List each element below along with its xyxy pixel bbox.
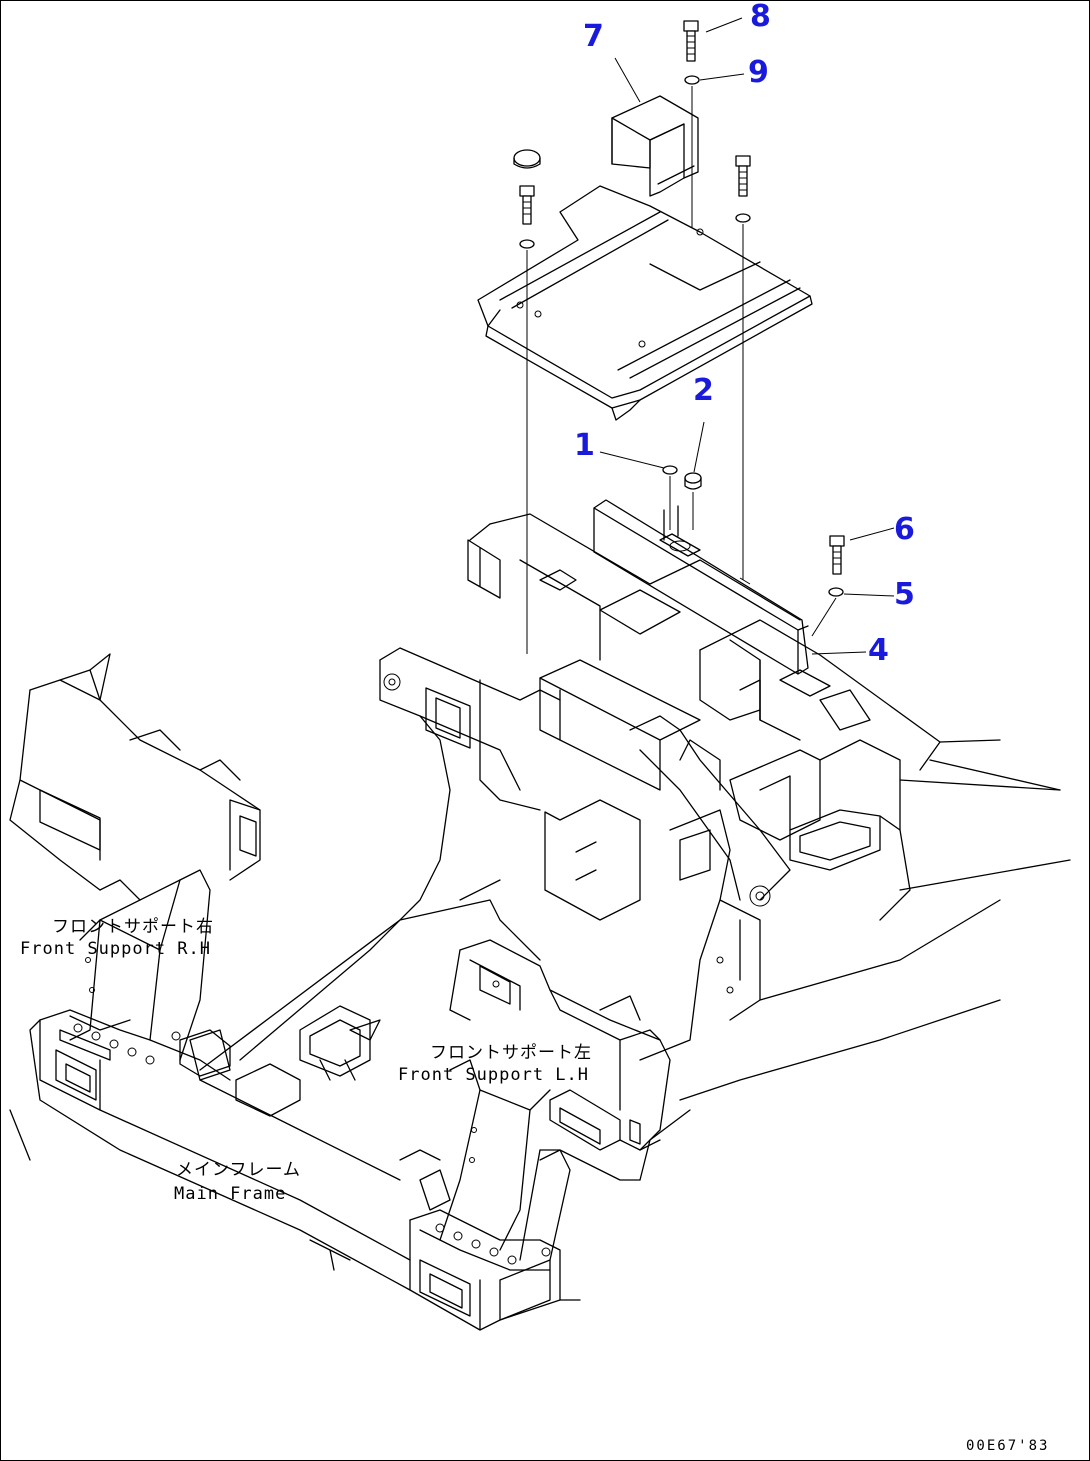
callout-7: 7: [583, 19, 604, 54]
label-front-support-rh-en: Front Support R.H: [20, 939, 211, 959]
label-front-support-lh-jp: フロントサポート左: [430, 1043, 592, 1063]
bolt-right-top: [735, 155, 751, 223]
callout-8: 8: [750, 0, 771, 34]
callout-1: 1: [574, 428, 595, 463]
callout-5: 6: [894, 512, 915, 547]
main-frame-structure: [189, 513, 1071, 1181]
main-frame-rail: [9, 1019, 641, 1301]
drawing-code: 00E67'83: [966, 1438, 1050, 1454]
cap-bolt-left: [513, 149, 541, 249]
callout-9: 9: [748, 55, 769, 90]
part-8-bolt: [683, 20, 699, 62]
label-main-frame-jp: メインフレーム: [176, 1160, 301, 1180]
callout-2: 2: [693, 373, 714, 408]
front-support-lh: [409, 939, 671, 1331]
part-4-bracket: [593, 499, 809, 675]
callout-6: 5: [894, 577, 915, 612]
part-1-2-fasteners: [662, 465, 702, 530]
front-support-rh: [9, 653, 261, 1111]
part-5-6-fasteners: [811, 535, 845, 637]
leader-lines: [599, 17, 895, 655]
floor-plate-assembly: [477, 185, 813, 421]
part-9-washer: [684, 75, 700, 85]
label-front-support-rh-jp: フロントサポート右: [52, 917, 214, 937]
label-main-frame-en: Main Frame: [174, 1184, 287, 1204]
part-7-cover: [611, 95, 699, 197]
callout-4: 4: [868, 633, 889, 668]
label-front-support-lh-en: Front Support L.H: [398, 1065, 589, 1085]
